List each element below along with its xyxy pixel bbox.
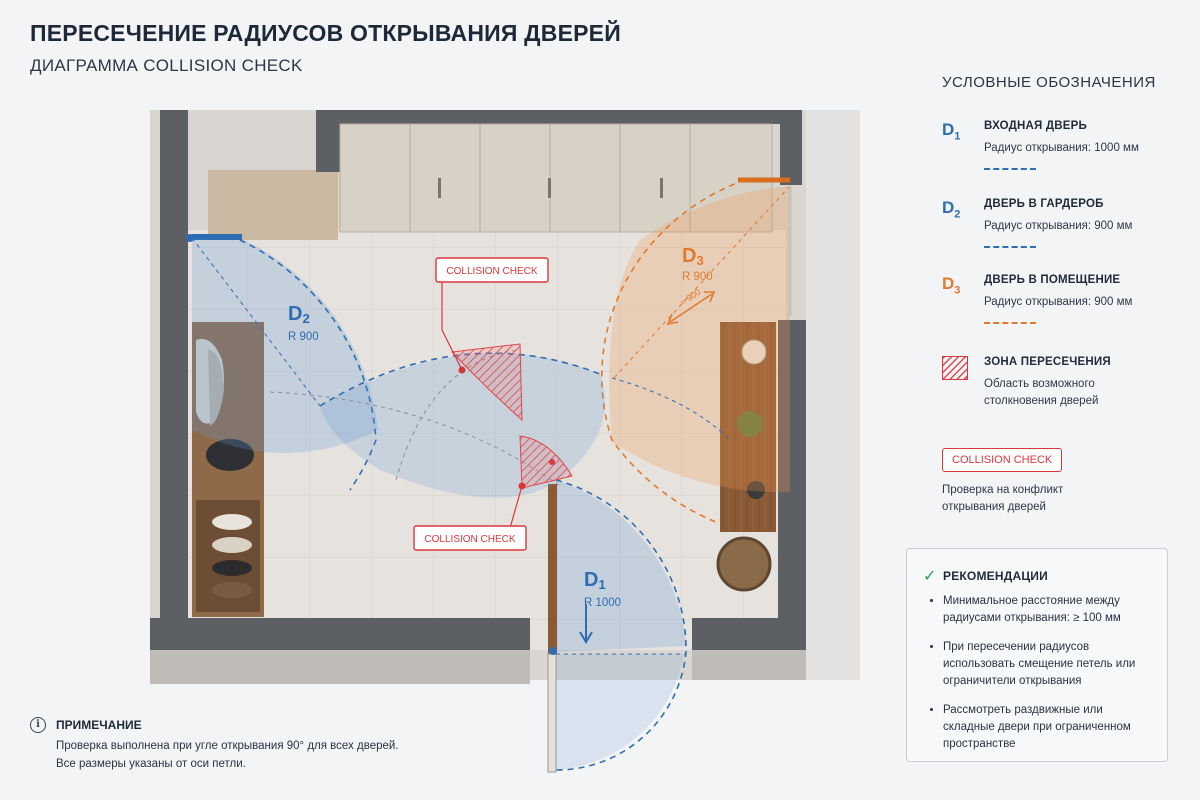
d3-swing	[601, 177, 792, 523]
page-title: ПЕРЕСЕЧЕНИЕ РАДИУСОВ ОТКРЫВАНИЯ ДВЕРЕЙ	[30, 20, 621, 46]
collision-badge-lower-label: COLLISION CHECK	[424, 534, 515, 545]
d3-code: D	[682, 245, 696, 267]
legend-d1-index: 1	[954, 130, 961, 143]
legend-zone-desc: Область возможного столкновения дверей	[984, 376, 1098, 410]
legend-d3-line	[984, 322, 1036, 324]
collision-badge-upper-label: COLLISION CHECK	[446, 266, 537, 277]
d1-index: 1	[598, 577, 605, 592]
legend-d3-desc: Радиус открывания: 900 мм	[984, 296, 1133, 308]
d2-index: 2	[302, 311, 309, 326]
legend-d2-desc: Радиус открывания: 900 мм	[984, 220, 1133, 232]
legend-d1-letter: D	[942, 120, 955, 139]
legend-item-zone: ЗОНА ПЕРЕСЕЧЕНИЯ Область возможного столк…	[942, 356, 1182, 416]
collision-leader-upper	[441, 282, 463, 371]
page-subtitle: ДИАГРАММА COLLISION CHECK	[30, 56, 303, 75]
check-icon: ✓	[923, 568, 937, 585]
legend-d1-name: ВХОДНАЯ ДВЕРЬ	[984, 120, 1088, 132]
svg-text:D2: D2	[288, 303, 310, 326]
legend-badge-desc-2: открывания дверей	[942, 501, 1046, 513]
collision-badge-upper: COLLISION CHECK	[435, 257, 549, 283]
d3-radius: R 900	[682, 271, 713, 283]
collision-zone-lower	[519, 435, 573, 489]
d3-index: 3	[696, 253, 703, 268]
recommendations-title: РЕКОМЕНДАЦИИ	[943, 569, 1048, 583]
legend-item-d3: D3 ДВЕРЬ В ПОМЕЩЕНИЕ Радиус открывания: …	[942, 274, 1182, 334]
legend-d1-line	[984, 168, 1036, 170]
svg-text:D3: D3	[682, 245, 704, 268]
alcove-floor	[208, 170, 338, 240]
legend-zone-desc-2: столкновения дверей	[984, 395, 1099, 407]
legend-d2-name: ДВЕРЬ В ГАРДЕРОБ	[984, 198, 1104, 210]
legend-item-d2: D2 ДВЕРЬ В ГАРДЕРОБ Радиус открывания: 9…	[942, 198, 1182, 258]
d1-code: D	[584, 569, 598, 591]
legend-d3-name: ДВЕРЬ В ПОМЕЩЕНИЕ	[984, 274, 1121, 286]
legend-d1-desc: Радиус открывания: 1000 мм	[984, 142, 1139, 154]
legend-collision-badge: COLLISION CHECK	[942, 448, 1063, 472]
note-line-1: Проверка выполнена при угле открывания 9…	[56, 740, 399, 752]
d2-code: D	[288, 303, 302, 325]
recommendations-list: Минимальное расстояние между радиусами о…	[919, 593, 1153, 765]
legend-item-badge: COLLISION CHECK Проверка на конфликт откр…	[942, 448, 1182, 518]
floor-plan: COLLISION CHECK COLLISION CHECK D2 R 900…	[150, 110, 860, 773]
legend: УСЛОВНЫЕ ОБОЗНАЧЕНИЯ D1 ВХОДНАЯ ДВЕРЬ Ра…	[942, 74, 1182, 513]
d1-label: D1 R 1000	[584, 569, 621, 609]
recommendation-item: При пересечении радиусов использовать см…	[943, 639, 1153, 690]
legend-zone-name: ЗОНА ПЕРЕСЕЧЕНИЯ	[984, 356, 1111, 368]
wardrobe	[339, 123, 773, 233]
info-icon: i	[30, 717, 46, 733]
d2-radius: R 900	[288, 331, 319, 343]
legend-d3-code: D3	[942, 274, 960, 296]
legend-d2-code: D2	[942, 198, 960, 220]
note-title: ПРИМЕЧАНИЕ	[56, 718, 142, 732]
legend-badge-desc: Проверка на конфликт открывания дверей	[942, 482, 1063, 516]
walls	[150, 110, 822, 650]
legend-item-d1: D1 ВХОДНАЯ ДВЕРЬ Радиус открывания: 1000…	[942, 120, 1182, 180]
recommendation-item: Рассмотреть раздвижные или складные двер…	[943, 702, 1153, 753]
legend-d2-letter: D	[942, 198, 955, 217]
legend-badge-desc-1: Проверка на конфликт	[942, 484, 1064, 496]
d1-swing	[547, 479, 687, 773]
legend-zone-desc-1: Область возможного	[984, 378, 1095, 390]
recommendations-panel: ✓ РЕКОМЕНДАЦИИ Минимальное расстояние ме…	[906, 548, 1168, 762]
recommendation-item: Минимальное расстояние между радиусами о…	[943, 593, 1153, 627]
legend-d2-line	[984, 246, 1036, 248]
d2-label: D2 R 900	[288, 303, 319, 343]
collision-zone-upper	[450, 343, 523, 422]
svg-text:D1: D1	[584, 569, 606, 592]
wall-faces	[150, 110, 860, 684]
legend-title: УСЛОВНЫЕ ОБОЗНАЧЕНИЯ	[942, 74, 1156, 91]
right-console	[716, 322, 776, 592]
zone-hatch-swatch	[942, 356, 968, 380]
floor	[188, 230, 786, 650]
left-bench	[192, 322, 264, 617]
note-line-2: Все размеры указаны от оси петли.	[56, 758, 246, 770]
legend-d3-letter: D	[942, 274, 955, 293]
legend-d3-index: 3	[954, 284, 961, 297]
legend-d2-index: 2	[954, 208, 961, 221]
d3-label: D3 R 900	[682, 245, 713, 283]
legend-d1-code: D1	[942, 120, 960, 142]
d1-radius: R 1000	[584, 597, 621, 609]
collision-badge-lower: COLLISION CHECK	[413, 525, 527, 551]
